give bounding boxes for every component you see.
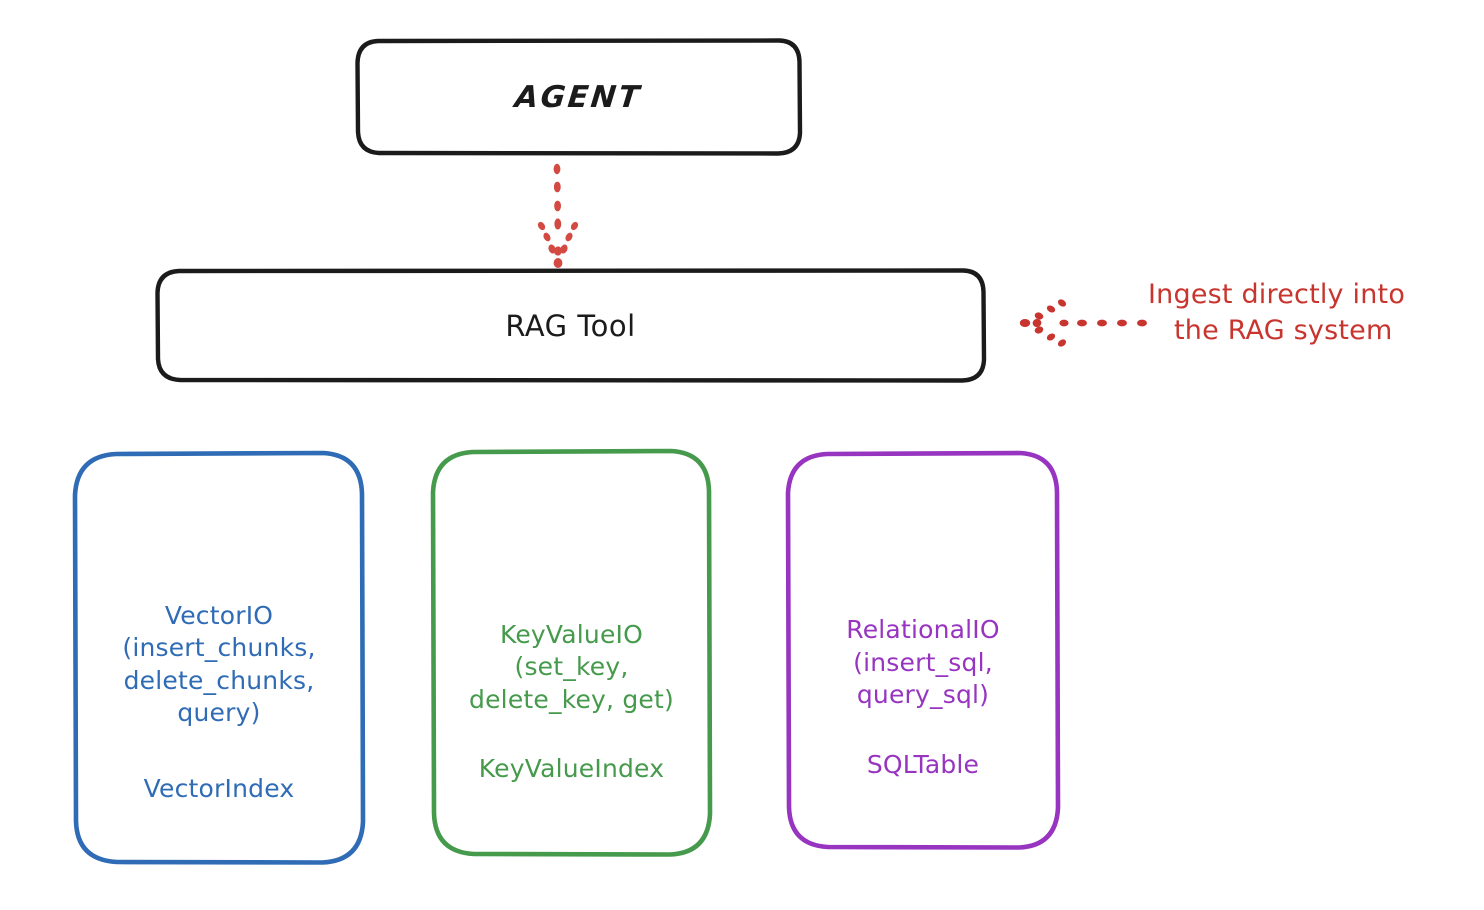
ingest-annotation-line-2: the RAG system xyxy=(1174,315,1393,347)
agent-to-ragtool-arrow-icon xyxy=(537,163,579,268)
key-value-index-label: KeyValueIndex xyxy=(478,754,665,784)
ingest-annotation-line-1: Ingest directly into xyxy=(1148,279,1406,310)
agent-label: AGENT xyxy=(513,79,644,115)
sql-table-label: SQLTable xyxy=(866,749,980,779)
rag-tool-label: RAG Tool xyxy=(505,308,636,343)
key-value-io-api-label: KeyValueIO (set_key, delete_key, get) xyxy=(469,619,674,714)
key-value-io-box[interactable]: KeyValueIO (set_key, delete_key, get) Ke… xyxy=(430,448,713,858)
vector-io-api-label: VectorIO (insert_chunks, delete_chunks, … xyxy=(122,600,316,728)
ingest-annotation: Ingest directly into the RAG system xyxy=(1148,277,1468,349)
relational-io-box[interactable]: RelationalIO (insert_sql, query_sql) SQL… xyxy=(785,450,1061,851)
relational-io-api-label: RelationalIO (insert_sql, query_sql) xyxy=(846,615,1000,710)
ingest-arrow-icon xyxy=(1019,299,1147,347)
vector-index-label: VectorIndex xyxy=(143,773,295,803)
agent-box[interactable]: AGENT xyxy=(355,38,803,156)
rag-tool-box[interactable]: RAG Tool xyxy=(155,268,987,383)
vector-io-box[interactable]: VectorIO (insert_chunks, delete_chunks, … xyxy=(72,450,366,866)
